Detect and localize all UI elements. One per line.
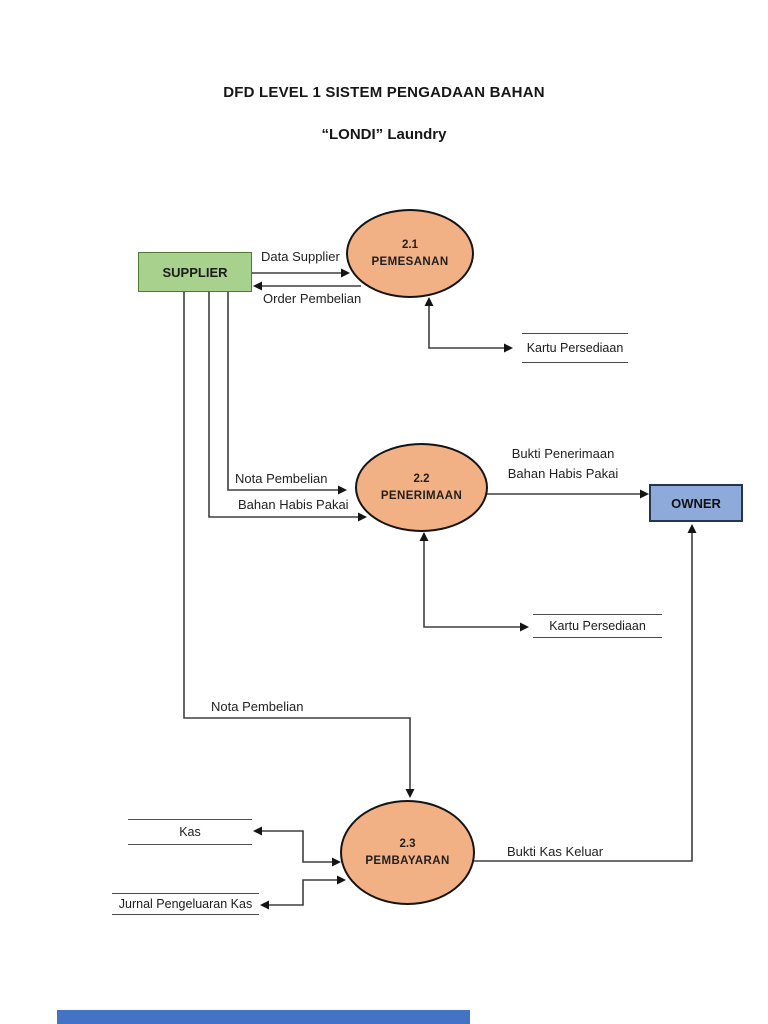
flow-penerimaan-kartu-persediaan-arrow xyxy=(419,532,529,632)
flow-pembayaran-kas-arrow xyxy=(253,826,341,867)
entity-supplier: SUPPLIER xyxy=(138,252,252,292)
flow-label-bukti-penerimaan-line2: Bahan Habis Pakai xyxy=(507,466,619,481)
flow-label-bukti-kas-keluar: Bukti Kas Keluar xyxy=(507,844,604,859)
diagram-title: DFD LEVEL 1 SISTEM PENGADAAN BAHAN xyxy=(223,84,545,101)
process-pembayaran: 2.3 PEMBAYARAN xyxy=(340,800,475,905)
process-penerimaan-label: PENERIMAAN xyxy=(380,490,463,502)
datastore-kas-label: Kas xyxy=(179,825,201,839)
process-pembayaran-label: PEMBAYARAN xyxy=(365,855,450,867)
process-pemesanan-id: 2.1 xyxy=(402,239,418,251)
datastore-kartu-persediaan-2-label: Kartu Persediaan xyxy=(549,619,646,633)
flow-label-bahan-habis-pakai: Bahan Habis Pakai xyxy=(238,497,349,512)
page-bottom-bar xyxy=(57,1010,470,1024)
datastore-kartu-persediaan-2: Kartu Persediaan xyxy=(533,614,662,638)
entity-owner: OWNER xyxy=(649,484,743,522)
flow-label-nota-pembelian-pembayaran: Nota Pembelian xyxy=(211,699,304,714)
flow-nota-pembelian-penerimaan-arrow xyxy=(227,292,347,495)
process-penerimaan: 2.2 PENERIMAAN xyxy=(355,443,488,532)
datastore-kas: Kas xyxy=(128,819,252,845)
datastore-jurnal-pengeluaran-kas: Jurnal Pengeluaran Kas xyxy=(112,893,259,915)
process-pemesanan-label: PEMESANAN xyxy=(371,256,449,268)
flow-bahan-habis-pakai-arrow xyxy=(208,292,367,522)
flow-pemesanan-kartu-persediaan-arrow xyxy=(424,297,513,353)
datastore-kartu-persediaan-1-label: Kartu Persediaan xyxy=(526,341,624,355)
flow-bukti-penerimaan-arrow xyxy=(487,489,649,499)
flow-pembayaran-jurnal-arrow xyxy=(260,875,346,910)
flow-label-nota-pembelian-penerimaan: Nota Pembelian xyxy=(235,471,328,486)
process-penerimaan-id: 2.2 xyxy=(413,473,430,485)
entity-owner-label: OWNER xyxy=(671,495,721,511)
process-pemesanan: 2.1 PEMESANAN xyxy=(346,209,474,298)
flow-label-bukti-penerimaan-line1: Bukti Penerimaan xyxy=(511,446,615,461)
flow-nota-pembelian-pembayaran-arrow xyxy=(183,292,415,798)
flow-order-pembelian-arrow xyxy=(253,281,361,291)
flow-data-supplier-arrow xyxy=(252,268,350,278)
entity-supplier-label: SUPPLIER xyxy=(162,264,228,280)
flow-bukti-kas-keluar-arrow xyxy=(474,524,697,862)
flow-label-data-supplier: Data Supplier xyxy=(261,249,340,264)
process-pembayaran-id: 2.3 xyxy=(399,838,416,850)
flow-label-order-pembelian: Order Pembelian xyxy=(263,291,362,306)
diagram-subtitle: “LONDI” Laundry xyxy=(321,126,447,143)
datastore-jurnal-pengeluaran-kas-label: Jurnal Pengeluaran Kas xyxy=(118,897,253,911)
datastore-kartu-persediaan-1: Kartu Persediaan xyxy=(522,333,628,363)
